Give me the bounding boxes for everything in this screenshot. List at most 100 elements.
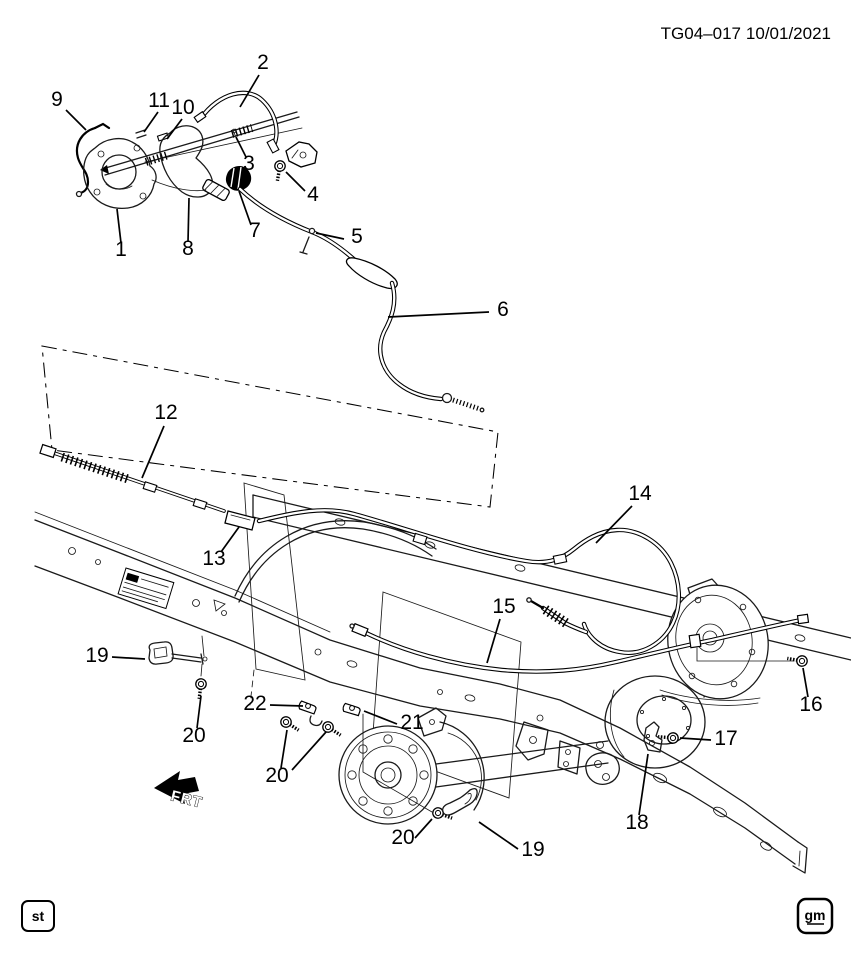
callout-16: 16: [799, 667, 823, 716]
front-cable-upper: [193, 93, 280, 154]
callout-leader-line: [679, 737, 712, 741]
callout-label: 19: [521, 838, 544, 861]
release-cable: [75, 122, 111, 198]
callout-11: 11: [143, 89, 170, 133]
callout-leader-line: [802, 667, 809, 698]
callout-leader-line: [269, 704, 304, 707]
cable-grommet: [225, 166, 252, 191]
cable-clip: [342, 702, 362, 717]
section-panel-front: [243, 482, 306, 706]
callout-2: 2: [239, 51, 269, 108]
callout-label: 5: [351, 225, 363, 248]
callout-3: 3: [235, 136, 255, 175]
callout-leader-line: [239, 74, 260, 108]
callout-label: 4: [307, 183, 319, 206]
callout-leader-line: [414, 818, 433, 839]
callout-leader-line: [285, 171, 306, 192]
floor-panel-outline: [41, 345, 499, 508]
callout-leader-line: [141, 425, 165, 479]
callout-label: 22: [243, 692, 266, 715]
cable-bracket-rear: [643, 721, 663, 753]
rear-cable-right: [349, 613, 810, 671]
intermediate-cable: [39, 443, 256, 531]
callout-leader-line: [166, 118, 183, 140]
callout-9: 9: [51, 88, 87, 131]
cable-connector: [224, 510, 256, 531]
front-cable-tail: [380, 283, 485, 413]
callout-leader-line: [595, 505, 633, 544]
callout-label: 13: [202, 547, 225, 570]
callout-label: 20: [182, 724, 205, 747]
right-brake-drum: [667, 578, 769, 700]
callout-leader-line: [111, 656, 146, 660]
retainer-clips: [135, 129, 170, 142]
spring-brackets: [417, 707, 620, 785]
callout-22: 22: [243, 692, 304, 715]
wheel-studs: [347, 734, 429, 816]
callout-12: 12: [141, 401, 178, 479]
callout-leader-line: [291, 731, 327, 771]
callout-leader-line: [235, 136, 247, 158]
callout-20: 20: [182, 695, 206, 747]
doc-date: 10/01/2021: [746, 24, 831, 43]
differential-housing: [604, 675, 706, 769]
hook-bracket-rear: [442, 788, 478, 816]
callout-label: 15: [492, 595, 515, 618]
callout-leader-line: [280, 729, 288, 769]
callout-label: 19: [85, 644, 108, 667]
park-brake-pedal-assembly: [75, 93, 485, 413]
callout-label: 16: [799, 693, 822, 716]
rear-cable-left: [259, 510, 679, 653]
callout-10: 10: [166, 96, 195, 140]
callout-label: 20: [265, 764, 288, 787]
bolt: [270, 158, 288, 184]
frame-near-rail: [34, 511, 808, 874]
left-wheel-hub: [338, 725, 438, 825]
frt-arrow-icon: [154, 771, 199, 804]
gm-logo: gm: [796, 897, 834, 935]
callout-label: 14: [628, 482, 652, 505]
callout-19-2: 19: [478, 821, 545, 861]
callout-14: 14: [595, 482, 652, 544]
bolt: [277, 713, 304, 737]
callout-label: 6: [497, 298, 509, 321]
callout-label: 18: [625, 811, 648, 834]
crossmember-arches: [234, 520, 437, 603]
callout-label: 9: [51, 88, 63, 111]
pedal-bracket: [83, 137, 157, 210]
callout-17: 17: [679, 727, 738, 750]
callout-18: 18: [625, 753, 649, 834]
cable-clip: [308, 227, 316, 235]
callout-label: 11: [148, 89, 170, 112]
callout-leader-line: [363, 710, 398, 725]
callout-label: 3: [243, 152, 255, 175]
left-brake-drum: [439, 721, 485, 811]
callout-19: 19: [85, 644, 146, 667]
callout-5: 5: [315, 225, 363, 248]
callout-label: 7: [249, 219, 261, 242]
callout-8: 8: [182, 197, 194, 260]
callout-leader-line: [387, 311, 490, 318]
attaching-hardware: [148, 158, 810, 825]
callout-leader-line: [638, 753, 649, 816]
frt-label: FRT: [169, 787, 204, 811]
doc-id: TG04–017: [661, 24, 741, 43]
callout-6: 6: [387, 298, 509, 321]
bolt: [784, 651, 810, 669]
callout-leader-line: [315, 232, 345, 240]
bolt: [319, 718, 346, 742]
callout-label: 21: [400, 711, 423, 734]
callout-label: 17: [714, 727, 737, 750]
callout-leader-line: [196, 695, 202, 729]
pedal-lever: [151, 125, 230, 201]
callout-leader-line: [220, 526, 240, 553]
certification-label: [117, 567, 175, 610]
callout-leader-line: [143, 111, 159, 133]
callout-label: 8: [182, 237, 194, 260]
callout-leader-line: [187, 197, 190, 243]
callout-13: 13: [202, 526, 240, 570]
callout-leader-line: [486, 618, 501, 664]
cable-clamp: [688, 633, 702, 649]
